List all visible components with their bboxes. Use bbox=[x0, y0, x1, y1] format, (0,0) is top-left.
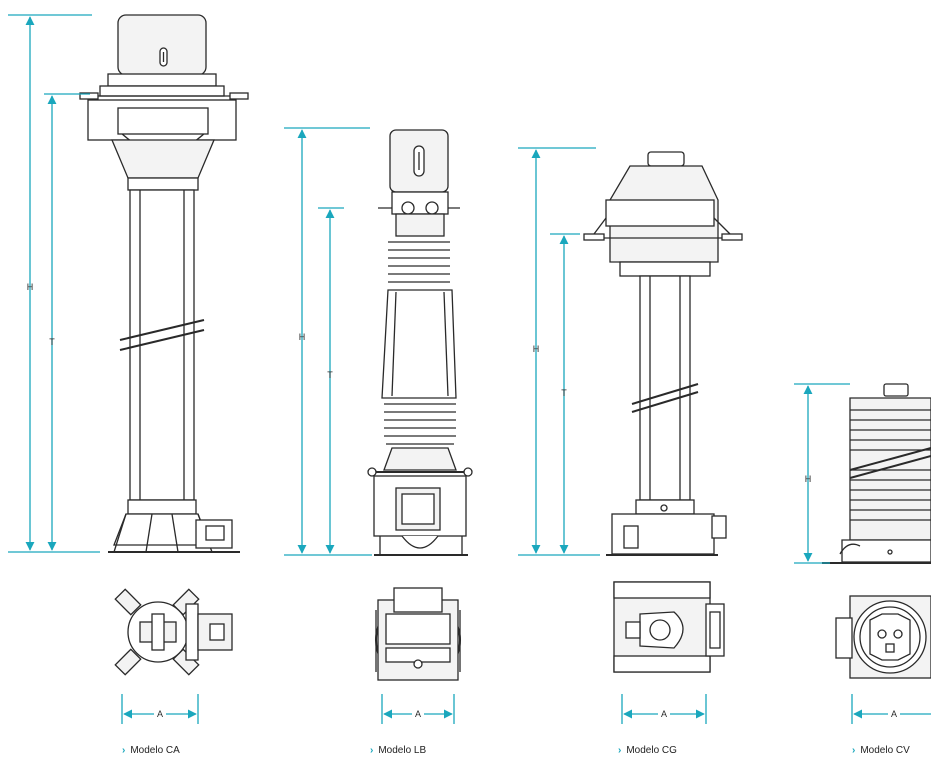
model-lb-elevation bbox=[367, 129, 473, 556]
chevron-right-icon: › bbox=[618, 745, 622, 756]
ca-t-label: T bbox=[49, 337, 55, 347]
chevron-right-icon: › bbox=[370, 745, 374, 756]
lb-corrugation-top bbox=[388, 241, 450, 283]
model-cv-plan bbox=[835, 595, 931, 679]
ca-h-label: H bbox=[27, 282, 34, 292]
lb-dimension-t: T bbox=[318, 207, 344, 554]
caption-model-ca-text: Modelo CA bbox=[130, 745, 180, 756]
lb-corrugation-bottom bbox=[384, 403, 456, 445]
cv-a-label: A bbox=[891, 709, 897, 719]
cv-corrugation bbox=[850, 409, 931, 521]
cg-dimension-h: H bbox=[518, 147, 600, 556]
caption-model-lb-text: Modelo LB bbox=[378, 745, 427, 756]
cg-a-label: A bbox=[661, 709, 667, 719]
chevron-right-icon: › bbox=[122, 745, 126, 756]
cg-dimension-t: T bbox=[550, 233, 580, 554]
cv-dimension-a: A bbox=[851, 694, 931, 724]
caption-model-ca: › Modelo CA bbox=[122, 745, 180, 756]
ca-dimension-a: A bbox=[121, 694, 199, 724]
model-cg-elevation bbox=[583, 151, 743, 556]
caption-model-lb: › Modelo LB bbox=[370, 745, 426, 756]
caption-model-cg: › Modelo CG bbox=[618, 745, 677, 756]
cv-corrugated-body bbox=[849, 397, 931, 541]
chevron-right-icon: › bbox=[852, 745, 856, 756]
ca-dimension-t: T bbox=[44, 93, 90, 551]
model-cv-elevation bbox=[822, 383, 931, 564]
lb-t-label: T bbox=[327, 370, 333, 380]
caption-model-cv: › Modelo CV bbox=[852, 745, 910, 756]
model-cg-plan bbox=[613, 581, 725, 673]
cg-column bbox=[639, 275, 691, 501]
ca-a-label: A bbox=[157, 709, 163, 719]
lb-a-label: A bbox=[415, 709, 421, 719]
model-ca-elevation bbox=[79, 14, 249, 553]
cg-t-label: T bbox=[561, 388, 567, 398]
caption-model-cv-text: Modelo CV bbox=[860, 745, 910, 756]
cv-dimension-h: H bbox=[794, 383, 850, 564]
ca-dimension-h: H bbox=[8, 14, 100, 553]
model-ca-plan bbox=[114, 588, 233, 676]
cg-h-label: H bbox=[533, 344, 540, 354]
lb-dimension-a: A bbox=[381, 694, 455, 724]
cv-h-label: H bbox=[805, 474, 812, 484]
model-lb-plan bbox=[375, 587, 461, 681]
caption-model-cg-text: Modelo CG bbox=[626, 745, 677, 756]
cg-dimension-a: A bbox=[621, 694, 707, 724]
lb-h-label: H bbox=[299, 332, 306, 342]
lb-dimension-h: H bbox=[284, 127, 372, 556]
